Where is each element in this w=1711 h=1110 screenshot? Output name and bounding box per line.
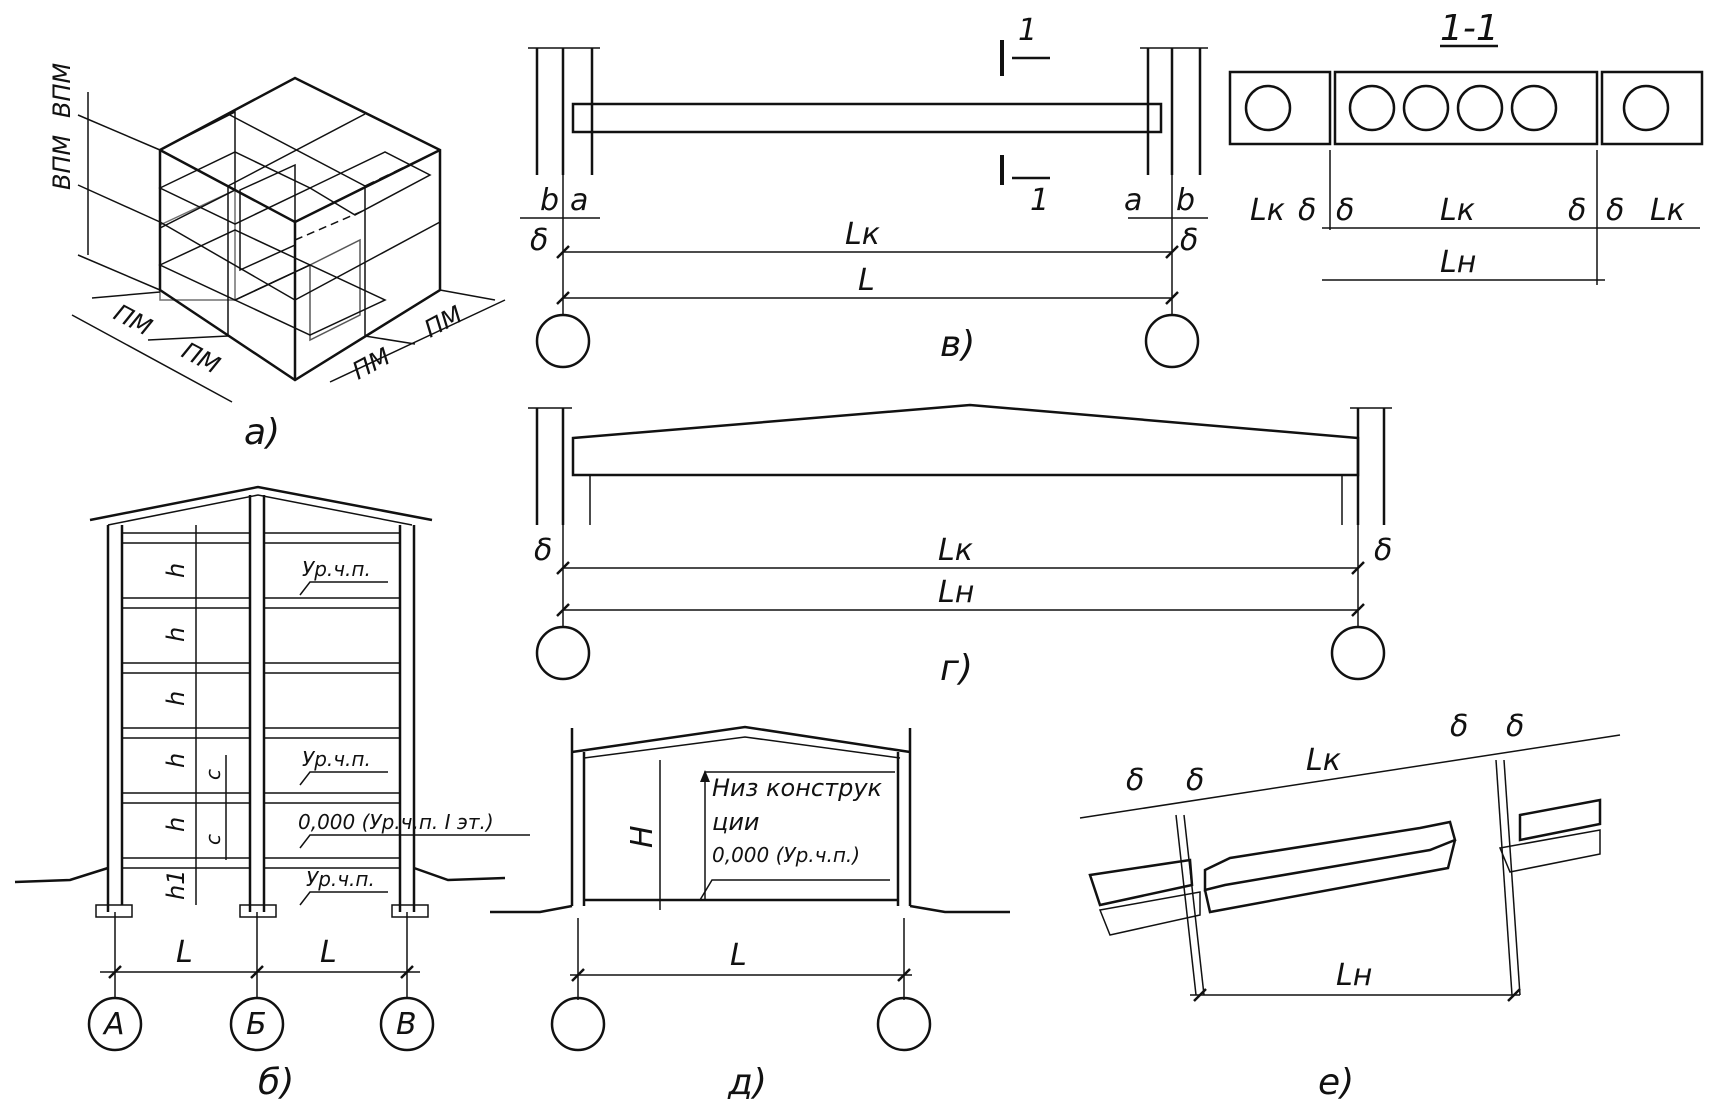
- h-label-4: h: [162, 753, 190, 768]
- isometric-module-diagram: ВПМ ВПМ ПМ ПМ ПМ ПМ а): [48, 62, 506, 453]
- axis-a-bubble: [87, 996, 143, 1052]
- sec-lk-right: Lк: [1650, 193, 1685, 228]
- e-lk: Lк: [1306, 743, 1341, 778]
- h-label-5: h: [162, 817, 190, 832]
- caption-b: б): [258, 1062, 294, 1103]
- g-delta-left: δ: [534, 533, 552, 568]
- hall-section-diagram: H Низ конструк ции 0,000 (Ур.ч.п.) L д): [490, 725, 1010, 1103]
- section-1-1-diagram: 1-1 Lк δ δ Lк δ δ Lк Lн: [1228, 8, 1704, 285]
- caption-g: г): [940, 648, 973, 689]
- h-label-3: h: [162, 691, 190, 706]
- sec-delta-4: δ: [1606, 193, 1624, 228]
- sec-ln: Lн: [1440, 245, 1476, 280]
- dim-a-right: a: [1124, 183, 1142, 218]
- e-delta-left-1: δ: [1126, 763, 1144, 798]
- axis-bubble-right: [1144, 313, 1200, 369]
- axis-v-bubble: [379, 996, 435, 1052]
- slab-bottom-right: [233, 264, 387, 336]
- level-mark-low: Ур.ч.п.: [306, 867, 375, 891]
- caption-e: е): [1318, 1062, 1354, 1103]
- dim-b-right: b: [1176, 183, 1195, 218]
- sec-delta-3: δ: [1568, 193, 1586, 228]
- section-mark-top: 1: [1018, 13, 1037, 48]
- axis-a-label: А: [102, 1007, 125, 1042]
- wall-hatched-4: [309, 238, 361, 342]
- span-l-1: L: [176, 935, 193, 970]
- e-delta-right-2: δ: [1506, 709, 1524, 744]
- axis-bubble-left: [535, 313, 591, 369]
- level-mark-zero: 0,000 (Ур.ч.п. I эт.): [298, 810, 494, 834]
- sec-delta-1: δ: [1298, 193, 1316, 228]
- e-delta-right-1: δ: [1450, 709, 1468, 744]
- building-section-diagram: h h h h h h1 c c Ур.ч.п. Ур.ч.п. 0,000 (…: [14, 485, 530, 1103]
- vpm-label-bottom: ВПМ: [48, 134, 76, 190]
- g-axis-bubble-left: [535, 625, 591, 681]
- hall-note-line1: Низ конструк: [712, 774, 883, 802]
- sec-delta-2: δ: [1336, 193, 1354, 228]
- g-axis-bubble-right: [1330, 625, 1386, 681]
- pm-label-left-1: ПМ: [109, 299, 157, 342]
- hall-axis-left: [550, 996, 606, 1052]
- c-label-2: c: [201, 834, 225, 845]
- hall-span-l: L: [730, 938, 747, 973]
- level-mark-top: Ур.ч.п.: [302, 557, 371, 581]
- dim-a-left: a: [570, 183, 588, 218]
- g-ln: Lн: [938, 575, 974, 610]
- g-lk: Lк: [938, 533, 973, 568]
- caption-a: а): [244, 412, 280, 453]
- hall-note-line2: ции: [712, 808, 760, 836]
- h-label-1: h: [162, 563, 190, 578]
- pitched-beam: [571, 403, 1360, 477]
- cube-outline: [158, 76, 442, 382]
- dim-lk: Lк: [845, 217, 880, 252]
- caption-d: д): [727, 1062, 767, 1103]
- vpm-label-top: ВПМ: [48, 62, 76, 118]
- dim-b-left: b: [540, 183, 559, 218]
- h-label-2: h: [162, 627, 190, 642]
- beam-v: [571, 102, 1163, 134]
- g-delta-right: δ: [1374, 533, 1392, 568]
- ribbed-slab: [1203, 820, 1457, 892]
- section-mark-bottom: 1: [1030, 183, 1049, 218]
- axis-b-label: Б: [246, 1007, 267, 1042]
- slab-top-right: [308, 151, 432, 216]
- axis-v-label: В: [396, 1007, 417, 1042]
- hall-zero-level: 0,000 (Ур.ч.п.): [712, 843, 860, 867]
- c-label-1: c: [201, 769, 225, 780]
- caption-v: в): [940, 324, 975, 365]
- e-delta-left-2: δ: [1186, 763, 1204, 798]
- beam-g-diagram: δ δ Lк Lн г): [528, 403, 1392, 689]
- dim-l: L: [858, 263, 875, 298]
- hollow-slab-middle: [1333, 70, 1599, 146]
- e-ln: Lн: [1336, 958, 1372, 993]
- hall-h-label: H: [625, 825, 660, 848]
- dim-delta-left: δ: [530, 223, 548, 258]
- sec-lk-mid: Lк: [1440, 193, 1475, 228]
- beam-v-diagram: 1 1 b a a b δ δ Lк L в): [520, 13, 1208, 369]
- span-l-2: L: [320, 935, 337, 970]
- pm-label-left-2: ПМ: [177, 337, 225, 380]
- dim-delta-right: δ: [1180, 223, 1198, 258]
- hall-axis-right: [876, 996, 932, 1052]
- sec-lk-left: Lк: [1250, 193, 1285, 228]
- section-title: 1-1: [1440, 8, 1499, 49]
- axis-b-bubble: [229, 996, 285, 1052]
- pm-label-right-1: ПМ: [348, 342, 396, 385]
- hollow-slab-left: [1228, 70, 1332, 146]
- inclined-slab-diagram: δ δ Lк δ δ Lн е): [1079, 709, 1621, 1103]
- level-mark-mid: Ур.ч.п.: [302, 747, 371, 771]
- hollow-slab-right: [1600, 70, 1704, 146]
- h1-label: h1: [162, 870, 190, 900]
